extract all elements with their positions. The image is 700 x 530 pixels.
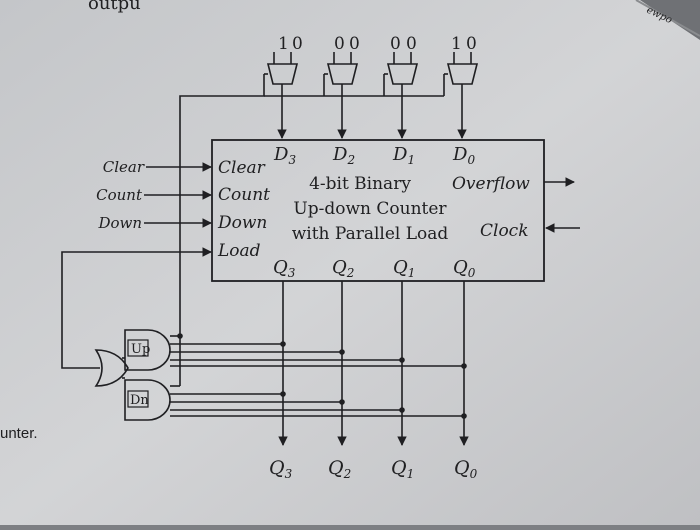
mux1-sel-a: 0 — [390, 34, 401, 54]
count-input-label: Count — [96, 186, 143, 204]
mux-0 — [446, 52, 479, 92]
q0-pin-label: Q0 — [453, 257, 476, 280]
dn-and-gate — [124, 379, 171, 421]
q2-pin-label: Q2 — [332, 257, 354, 280]
d2-label: D2 — [332, 144, 355, 167]
counter-title-line3: with Parallel Load — [292, 224, 449, 244]
dn-gate-label: Dn — [130, 393, 149, 408]
q1-output-label: Q1 — [391, 457, 414, 481]
mux2-sel-b: 0 — [349, 34, 360, 54]
up-and-gate — [124, 329, 171, 371]
clock-label: Clock — [480, 221, 529, 241]
mux3-sel-a: 1 — [278, 34, 289, 54]
mux2-sel-a: 0 — [334, 34, 345, 54]
load-pin-label: Load — [217, 241, 261, 261]
q2-output-label: Q2 — [328, 457, 351, 481]
or-gate — [94, 349, 129, 387]
mux1-sel-b: 0 — [406, 34, 417, 54]
down-input-label: Down — [97, 214, 142, 232]
q1-pin-label: Q1 — [393, 257, 415, 280]
q3-pin-label: Q3 — [273, 257, 296, 280]
junction-dots — [177, 333, 467, 419]
clear-input-label: Clear — [103, 158, 145, 176]
page-edge — [635, 0, 700, 37]
mux3-sel-b: 0 — [292, 34, 303, 54]
down-pin-label: Down — [217, 213, 267, 233]
mux-2 — [326, 52, 359, 92]
mux-1 — [386, 52, 419, 92]
clear-pin-label: Clear — [218, 158, 266, 178]
counter-block — [211, 139, 545, 282]
d3-label: D3 — [273, 144, 296, 167]
mux-3 — [266, 52, 299, 92]
mux0-sel-b: 0 — [466, 34, 477, 54]
q0-output-label: Q0 — [454, 457, 478, 481]
counter-title-line2: Up-down Counter — [293, 199, 447, 219]
d0-label: D0 — [452, 144, 475, 167]
page-caption-fragment: unter. — [0, 425, 38, 442]
counter-title-line1: 4-bit Binary — [309, 174, 411, 194]
overflow-label: Overflow — [452, 174, 530, 194]
top-cut-text: outpu — [88, 0, 141, 14]
up-gate-label: Up — [131, 342, 150, 357]
mux-select-wire — [179, 74, 265, 335]
mux0-sel-a: 1 — [451, 34, 462, 54]
count-pin-label: Count — [218, 185, 270, 205]
q3-output-label: Q3 — [269, 457, 293, 481]
d1-label: D1 — [392, 144, 415, 167]
